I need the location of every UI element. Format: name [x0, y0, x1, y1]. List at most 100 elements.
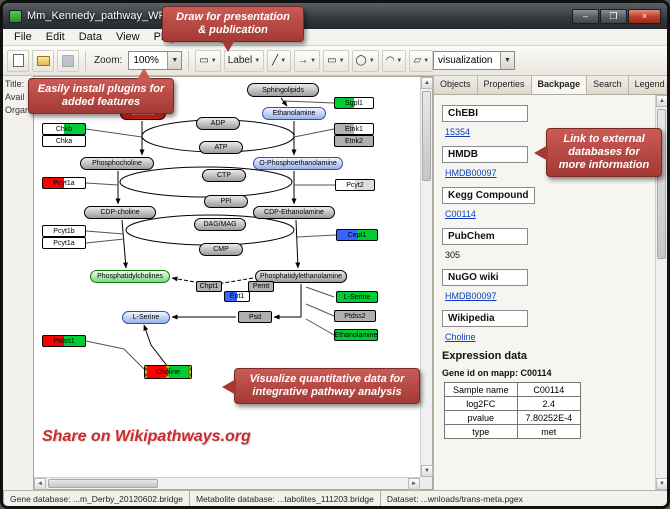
selection-handle[interactable] [188, 366, 191, 369]
selection-handle[interactable] [165, 375, 171, 378]
database-link[interactable]: C00114 [445, 209, 476, 219]
pathway-node-ppi[interactable]: PPi [204, 195, 248, 208]
scroll-up-icon[interactable]: ▲ [656, 95, 667, 107]
maximize-button[interactable]: ❒ [600, 8, 627, 24]
arc-tool[interactable]: ◠▼ [381, 49, 407, 72]
zoom-label: Zoom: [94, 55, 123, 66]
pathway-node-etnk1[interactable]: Etnk1 [334, 123, 374, 135]
oval-tool[interactable]: ◯▼ [351, 49, 379, 72]
open-button[interactable] [32, 49, 54, 72]
visualization-combobox[interactable]: visualization ▼ [433, 51, 515, 70]
arrow-tool[interactable]: →▼ [294, 49, 321, 72]
chevron-down-icon: ▼ [338, 57, 345, 64]
pathway-node-phosphatidylcholines[interactable]: Phosphatidylcholines [90, 270, 170, 283]
line-tool[interactable]: ╱▼ [267, 49, 292, 72]
database-link[interactable]: HMDB00097 [445, 291, 497, 301]
pathway-node-etnk2[interactable]: Etnk2 [334, 135, 374, 147]
pathway-node-cdp-choline[interactable]: CDP-choline [84, 206, 156, 219]
tab-search[interactable]: Search [587, 76, 629, 94]
pathway-node-sgpl1[interactable]: Sgpl1 [334, 97, 374, 109]
pathway-node-l-serine[interactable]: L-Serine [122, 311, 170, 324]
menu-view[interactable]: View [115, 31, 140, 43]
pathway-node-ptdss1[interactable]: Ptdss1 [42, 335, 86, 347]
chevron-down-icon[interactable]: ▼ [500, 52, 514, 69]
tab-objects[interactable]: Objects [434, 76, 478, 94]
scroll-left-icon[interactable]: ◄ [34, 478, 46, 490]
pathway-node-chkb[interactable]: Chkb [42, 123, 86, 135]
toolbar-separator [188, 50, 190, 71]
database-link[interactable]: HMDB00097 [445, 168, 497, 178]
pathway-node-cmp[interactable]: CMP [199, 243, 243, 256]
pathway-node-ptdss2[interactable]: Ptdss2 [334, 310, 376, 322]
scroll-right-icon[interactable]: ► [408, 478, 420, 490]
pathway-node-ethanolamine[interactable]: Ethanolamine [334, 329, 378, 341]
pathway-node-cept1[interactable]: Cept1 [336, 229, 378, 241]
pathway-node-adp[interactable]: ADP [196, 117, 240, 130]
scroll-thumb[interactable] [422, 91, 431, 181]
tab-legend[interactable]: Legend [628, 76, 667, 94]
scroll-thumb[interactable] [48, 479, 158, 488]
scroll-thumb[interactable] [657, 109, 666, 259]
zoom-combobox[interactable]: 100% ▼ [128, 51, 183, 70]
database-link[interactable]: Choline [445, 332, 476, 342]
template-tool[interactable]: ▱▼ [409, 49, 434, 72]
pathway-node-chpt1[interactable]: Chpt1 [196, 281, 222, 292]
table-cell: Sample name [444, 382, 518, 397]
tab-properties[interactable]: Properties [477, 76, 532, 94]
pathway-node-atp[interactable]: ATP [199, 141, 243, 154]
chevron-down-icon[interactable]: ▼ [167, 52, 182, 69]
pathway-node-chka[interactable]: Chka [42, 135, 86, 147]
panel-vertical-scrollbar[interactable]: ▲ ▼ [655, 95, 667, 490]
menu-data[interactable]: Data [78, 31, 102, 43]
pathway-node-o-phosphoethanolamine[interactable]: O-Phosphoethanolamine [253, 157, 343, 170]
selection-handle[interactable] [145, 375, 148, 378]
pathway-node-ctp[interactable]: CTP [202, 169, 246, 182]
menu-file[interactable]: File [14, 31, 32, 43]
scroll-up-icon[interactable]: ▲ [421, 77, 433, 89]
title-bar[interactable]: Mm_Kennedy_pathway_WP1771_45176.gp... – … [3, 3, 667, 29]
scroll-down-icon[interactable]: ▼ [421, 465, 433, 477]
selection-handle[interactable] [145, 366, 148, 369]
pathway-node-pcyt1a[interactable]: Pcyt1a [42, 177, 86, 189]
menu-edit[interactable]: Edit [45, 31, 65, 43]
pathway-node-choline[interactable]: Choline [144, 365, 192, 379]
pathway-node-dag-mag[interactable]: DAG/MAG [194, 218, 246, 231]
rect-tool[interactable]: ▭▼ [323, 49, 349, 72]
pathway-canvas[interactable]: SphingolipidsSgpl1CholineEthanolamineChk… [34, 77, 420, 477]
selection-handle[interactable] [145, 369, 148, 375]
minimize-button[interactable]: – [572, 8, 599, 24]
pathway-node-l-serine[interactable]: L-Serine [336, 291, 378, 303]
pathway-node-pcyt1a[interactable]: Pcyt1a [42, 237, 86, 249]
datanode-tool[interactable]: ▭▼ [195, 49, 221, 72]
pathway-node-pcyt2[interactable]: Pcyt2 [335, 179, 375, 191]
database-link[interactable]: 15354 [445, 127, 471, 137]
save-button[interactable] [57, 49, 79, 72]
pathway-node-ept1[interactable]: Ept1 [224, 291, 250, 302]
selection-handle[interactable] [188, 375, 191, 378]
scroll-down-icon[interactable]: ▼ [656, 478, 667, 490]
pathway-node-phosphatidylethanolamine[interactable]: Phosphatidylethanolamine [255, 270, 347, 283]
tab-backpage[interactable]: Backpage [531, 76, 588, 94]
selection-handle[interactable] [165, 366, 171, 369]
pathway-node-cdp-ethanolamine[interactable]: CDP-Ethanolamine [253, 206, 335, 219]
close-button[interactable]: × [628, 8, 661, 24]
visualization-value: visualization [438, 55, 493, 66]
label-tool[interactable]: Label▼ [223, 49, 265, 72]
pathway-node-pemt[interactable]: Pemt [248, 281, 274, 292]
canvas-vertical-scrollbar[interactable]: ▲ ▼ [420, 77, 433, 477]
pathway-node-phosphocholine[interactable]: Phosphocholine [80, 157, 154, 170]
pathway-node-pcyt1b[interactable]: Pcyt1b [42, 225, 86, 237]
canvas-horizontal-scrollbar[interactable]: ◄ ► [34, 477, 420, 490]
pathway-node-sphingolipids[interactable]: Sphingolipids [247, 83, 319, 97]
toolbar: Zoom: 100% ▼ ▭▼Label▼╱▼→▼▭▼◯▼◠▼▱▼ visual… [3, 46, 667, 76]
new-button[interactable] [7, 49, 29, 72]
selection-handle[interactable] [188, 369, 191, 375]
pathway-node-psd[interactable]: Psd [238, 311, 272, 323]
pathway-node-ethanolamine[interactable]: Ethanolamine [262, 107, 326, 120]
